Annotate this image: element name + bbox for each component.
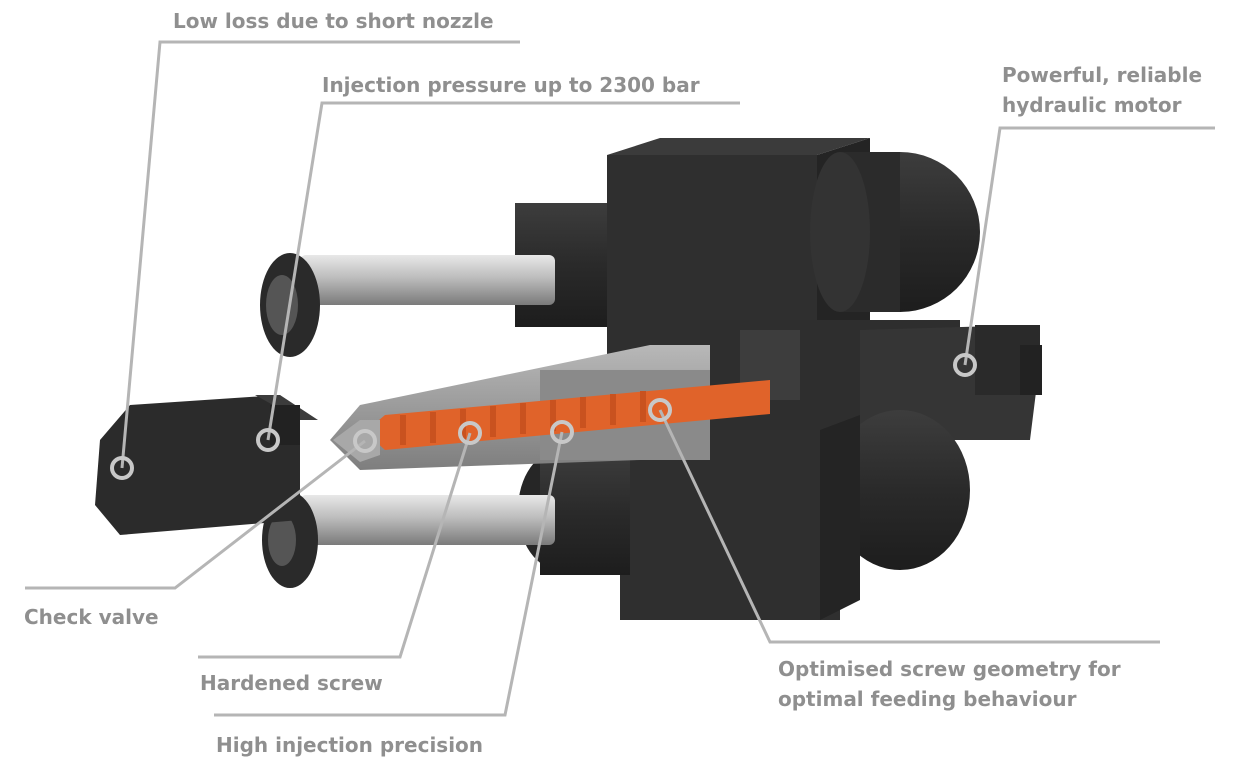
callout-low-loss (110, 456, 134, 480)
callout-precision (550, 420, 574, 444)
label-check-valve: Check valve (24, 605, 159, 629)
label-screw-geometry: Optimised screw geometry for optimal fee… (778, 657, 1121, 711)
label-injection-precision: High injection precision (216, 733, 484, 757)
label-low-loss: Low loss due to short nozzle (173, 9, 494, 33)
barrel-cutaway (330, 345, 770, 470)
callout-motor (953, 353, 977, 377)
label-hardened-screw: Hardened screw (200, 671, 383, 695)
callout-check-valve (353, 429, 377, 453)
upper-housing (607, 138, 980, 360)
label-injection-pressure: Injection pressure up to 2300 bar (322, 73, 700, 97)
lower-housing (518, 410, 970, 620)
callout-hardened-screw (458, 421, 482, 445)
upper-tie-rod (260, 253, 555, 357)
nozzle-block (95, 395, 318, 535)
leader-lines (25, 40, 1215, 717)
screw-core (365, 380, 770, 450)
lower-tie-rod (262, 492, 555, 588)
callout-injection-pressure (256, 428, 280, 452)
callout-screw-geometry (648, 398, 672, 422)
label-hydraulic-motor: Powerful, reliable hydraulic motor (1002, 63, 1203, 117)
